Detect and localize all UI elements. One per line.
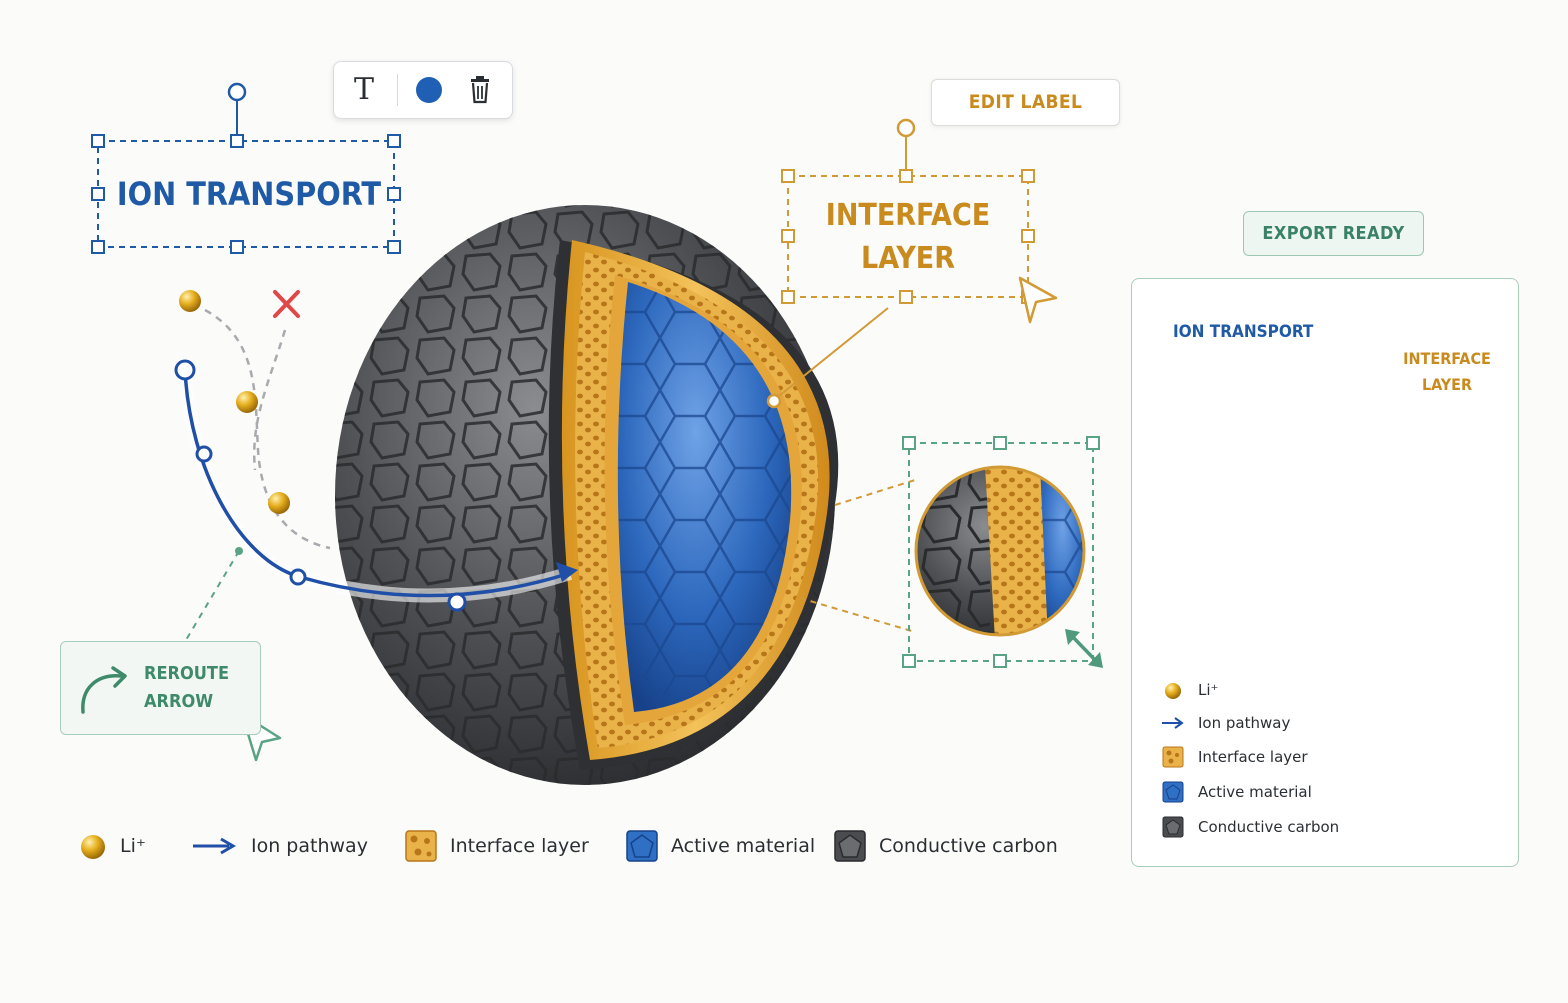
ion-transport-selection[interactable]: [91, 82, 401, 254]
conductive-carbon-swatch-icon: [1162, 816, 1184, 838]
rejected-path[interactable]: [204, 308, 331, 550]
legend-label: Interface layer: [450, 835, 589, 857]
text-tool-button[interactable]: T: [346, 70, 386, 110]
legend-label: Interface layer: [1198, 748, 1308, 766]
pointer-cursor-icon: [1018, 276, 1058, 324]
delete-button[interactable]: [460, 70, 500, 110]
active-material-swatch-icon: [626, 830, 658, 862]
legend-label: Ion pathway: [1198, 714, 1291, 732]
color-picker-button[interactable]: [409, 70, 449, 110]
legend-label: Li⁺: [1198, 681, 1219, 699]
legend-label: Active material: [1198, 783, 1312, 801]
reroute-arrow-icon: [81, 666, 127, 714]
interface-layer-label[interactable]: INTERFACE LAYER: [790, 194, 1026, 280]
active-material-swatch-icon: [1162, 781, 1184, 803]
preview-interface-label: INTERFACE LAYER: [1398, 346, 1496, 398]
li-ion-icon: [1165, 683, 1181, 699]
interface-layer-swatch-icon: [1162, 746, 1184, 768]
legend-label: Conductive carbon: [1198, 818, 1340, 836]
preview-legend-item-ion-pathway: Ion pathway: [1162, 711, 1290, 735]
legend-item-carbon: Conductive carbon: [833, 828, 1058, 864]
ion-pathway-arrow-icon: [193, 837, 236, 855]
legend-label: Conductive carbon: [879, 835, 1058, 857]
legend-item-interface: Interface layer: [404, 828, 589, 864]
resize-handle-icon[interactable]: [1065, 629, 1103, 668]
legend-item-ion-pathway: Ion pathway: [191, 828, 368, 864]
color-swatch-icon: [416, 77, 442, 103]
legend: Li⁺ Ion pathway Interface layer Active m…: [78, 828, 1078, 864]
floating-toolbar: T: [333, 61, 513, 119]
interface-label-line2: LAYER: [861, 241, 955, 276]
edit-label-button[interactable]: EDIT LABEL: [931, 79, 1120, 126]
ion-transport-label[interactable]: ION TRANSPORT: [116, 175, 382, 213]
preview-legend-item-li: Li⁺: [1162, 678, 1218, 702]
particle-sphere[interactable]: [335, 205, 839, 785]
toolbar-divider: [397, 74, 398, 106]
reroute-line2: ARROW: [144, 691, 214, 712]
legend-label: Ion pathway: [251, 835, 368, 857]
reroute-label: REROUTE ARROW: [144, 660, 254, 716]
export-ready-button[interactable]: EXPORT READY: [1243, 211, 1424, 256]
conductive-carbon-swatch-icon: [834, 830, 866, 862]
ion-pathway-arrow[interactable]: [174, 359, 578, 612]
li-ion-icon: [81, 835, 105, 859]
reroute-leader: [185, 550, 240, 641]
legend-label: Active material: [671, 835, 816, 857]
zoom-inset[interactable]: [799, 436, 1100, 668]
reroute-line1: REROUTE: [144, 663, 230, 684]
preview-interface-line2: LAYER: [1421, 375, 1473, 394]
text-tool-icon: T: [354, 72, 375, 107]
preview-legend: Li⁺ Ion pathway Interface layer Active m…: [1162, 678, 1492, 848]
interface-label-line1: INTERFACE: [825, 198, 991, 233]
li-ions: [179, 290, 290, 514]
trash-icon: [471, 76, 489, 104]
reject-x-icon[interactable]: [273, 290, 300, 318]
interface-layer-swatch-icon: [405, 830, 437, 862]
export-preview-panel[interactable]: [1131, 278, 1519, 867]
legend-item-li: Li⁺: [78, 828, 146, 864]
preview-ion-transport-label: ION TRANSPORT: [1173, 322, 1314, 342]
preview-interface-line1: INTERFACE: [1403, 349, 1491, 368]
ion-pathway-arrow-icon: [1162, 717, 1184, 729]
preview-legend-item-carbon: Conductive carbon: [1162, 815, 1339, 839]
legend-item-active: Active material: [625, 828, 815, 864]
preview-legend-item-interface: Interface layer: [1162, 745, 1308, 769]
legend-label: Li⁺: [120, 835, 146, 857]
preview-legend-item-active: Active material: [1162, 780, 1312, 804]
reroute-arrow-button[interactable]: REROUTE ARROW: [60, 641, 261, 735]
